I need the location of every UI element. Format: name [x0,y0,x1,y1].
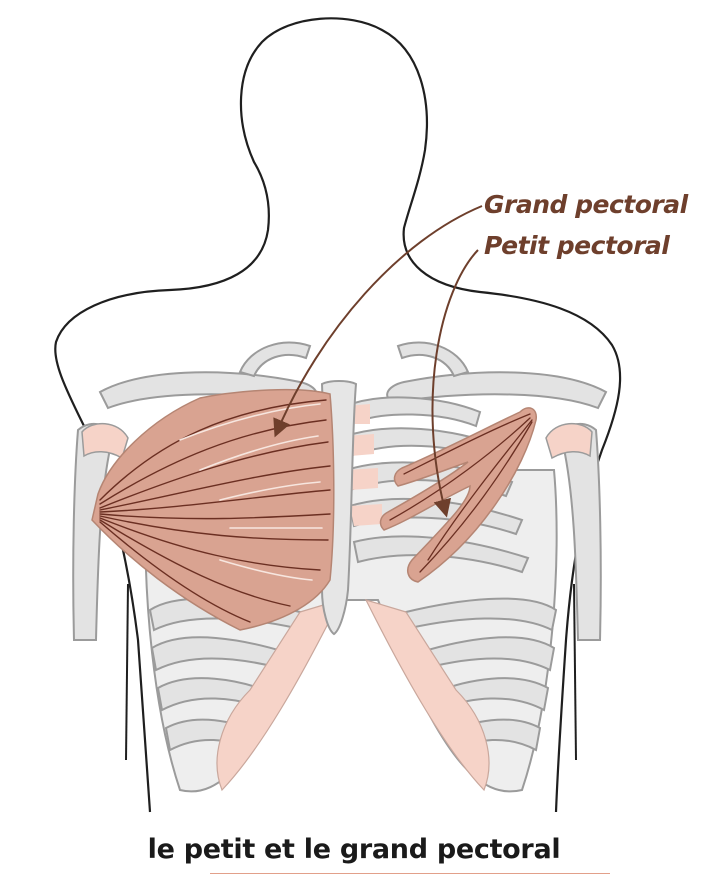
clavicle-right [386,371,608,410]
costal-cartilage-left [216,599,342,792]
costal-cartilage-right [364,599,490,792]
grand-pectoral-fibers [99,399,331,623]
leader-petit-pectoral [431,249,479,518]
petit-pectoral-muscle [379,407,537,583]
leader-grand-pectoral [273,205,483,438]
label-petit-pectoral: Petit pectoral [484,231,670,260]
armpit-line-left [125,583,129,761]
body-outline [54,17,622,813]
shoulder-joint-right [545,423,593,460]
petit-pectoral-fibers [389,413,533,573]
caption-underline [210,873,610,874]
first-rib-left [238,341,312,378]
caption: le petit et le grand pectoral [147,834,561,865]
armpit-line-right [573,583,577,761]
first-rib-right [396,341,470,378]
label-grand-pectoral: Grand pectoral [484,190,688,219]
grand-pectoral-muscle [91,388,335,631]
ribs-right [404,597,558,752]
